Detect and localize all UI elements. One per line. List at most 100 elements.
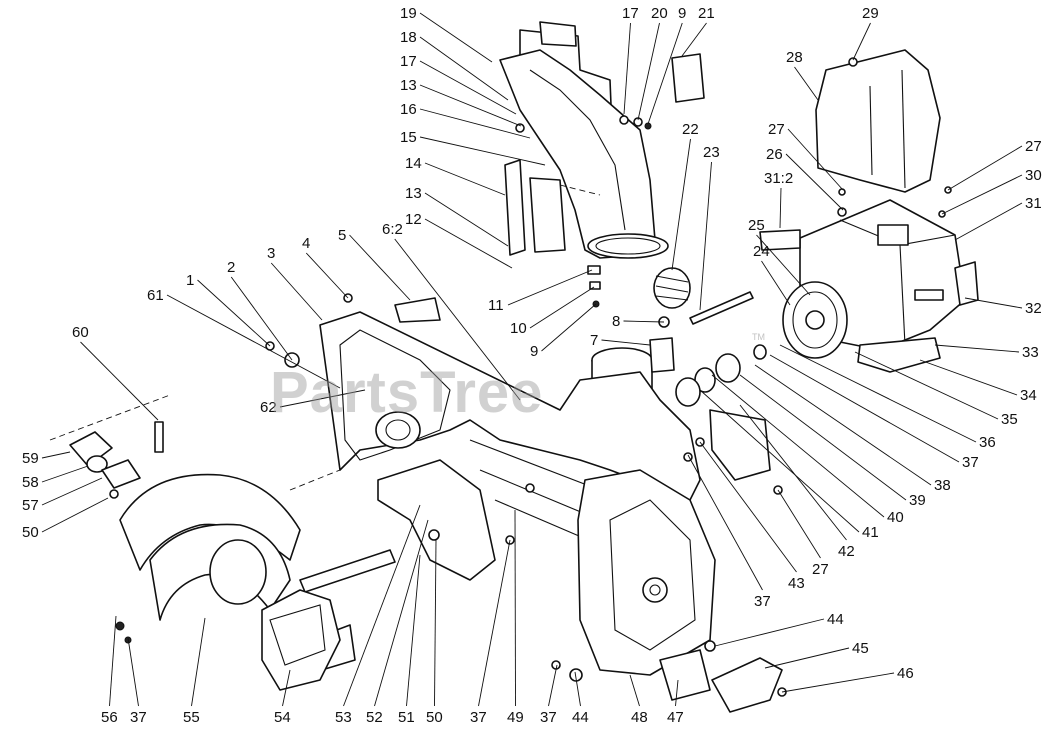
- callout-62: 62: [260, 389, 366, 416]
- callout-leader: [947, 145, 1023, 191]
- callout-leader: [424, 162, 506, 196]
- callout-number: 62: [260, 399, 277, 416]
- callout-leader: [109, 615, 117, 707]
- callout-leader: [541, 303, 597, 352]
- callout-leader: [699, 389, 860, 533]
- callout-13: 13: [400, 77, 522, 127]
- housing-side-plate: [577, 469, 716, 676]
- callout-number: 31:2: [764, 170, 793, 187]
- callout-21: 21: [681, 5, 715, 57]
- callout-leader: [197, 279, 271, 347]
- callout-number: 58: [22, 474, 39, 491]
- callout-43: 43: [699, 441, 805, 592]
- callout-leader: [230, 276, 293, 361]
- callout-leader: [406, 554, 421, 707]
- callout-number: 17: [622, 5, 639, 22]
- callout-number: 53: [335, 709, 352, 726]
- callout-number: 5: [338, 227, 346, 244]
- callout-number: 31: [1025, 195, 1042, 212]
- callout-leader: [127, 637, 139, 707]
- callout-number: 24: [753, 243, 770, 260]
- callout-number: 26: [766, 146, 783, 163]
- callout-4: 4: [302, 235, 349, 299]
- callout-34: 34: [919, 359, 1037, 404]
- callout-11: 11: [488, 269, 593, 314]
- watermark-tm: TM: [752, 332, 765, 342]
- callout-leader: [419, 108, 531, 139]
- callout-leader: [507, 269, 593, 306]
- callout-leader: [699, 441, 797, 573]
- callout-39: 39: [739, 374, 926, 509]
- callout-36: 36: [779, 344, 996, 451]
- callout-leader: [764, 647, 850, 669]
- callout-leader: [681, 22, 707, 57]
- callout-leader: [601, 339, 651, 346]
- callout-37: 37: [687, 454, 771, 610]
- callout-leader: [629, 674, 640, 707]
- callout-leader: [954, 202, 1023, 241]
- callout-10: 10: [510, 286, 595, 337]
- callout-number: 21: [698, 5, 715, 22]
- callout-1: 1: [186, 272, 271, 347]
- callout-leader: [529, 286, 595, 329]
- callout-number: 13: [405, 185, 422, 202]
- callout-27: 27: [768, 121, 844, 191]
- callout-27: 27: [777, 489, 829, 578]
- callout-leader: [270, 262, 323, 321]
- watermark-text: PartsTree: [270, 360, 543, 425]
- callout-leader: [687, 454, 763, 591]
- callout-53: 53: [335, 504, 421, 726]
- callout-leader: [941, 174, 1023, 215]
- auger-housing: [319, 311, 701, 546]
- worm-gear: [653, 267, 691, 309]
- callout-leader: [279, 389, 366, 408]
- belt-cover: [815, 49, 941, 193]
- callout-leader: [41, 477, 103, 506]
- callout-number: 20: [651, 5, 668, 22]
- housing-bracket: [709, 409, 771, 481]
- callout-leader: [434, 539, 437, 707]
- callout-leader: [394, 238, 521, 401]
- callout-number: 4: [302, 235, 310, 252]
- callout-number: 12: [405, 211, 422, 228]
- callout-leader: [647, 22, 683, 125]
- callout-number: 9: [530, 343, 538, 360]
- callout-number: 27: [1025, 138, 1042, 155]
- callout-leader: [623, 320, 665, 323]
- callout-number: 49: [507, 709, 524, 726]
- callout-49: 49: [507, 509, 524, 726]
- callout-number: 56: [101, 709, 118, 726]
- callout-number: 18: [400, 29, 417, 46]
- callout-number: 34: [1020, 387, 1037, 404]
- callout-29: 29: [852, 5, 879, 61]
- callout-leader: [41, 497, 109, 533]
- callout-number: 40: [887, 509, 904, 526]
- callout-number: 37: [540, 709, 557, 726]
- callout-number: 16: [400, 101, 417, 118]
- callout-17: 17: [622, 5, 639, 115]
- callout-number: 33: [1022, 344, 1039, 361]
- callout-leader: [343, 504, 421, 707]
- callout-leader: [637, 22, 660, 121]
- callout-number: 11: [488, 297, 504, 314]
- callout-number: 37: [470, 709, 487, 726]
- callout-leader: [756, 234, 811, 296]
- impeller-shaft: [689, 291, 754, 325]
- callout-number: 46: [897, 665, 914, 682]
- callout-number: 25: [748, 217, 765, 234]
- pulley: [782, 281, 848, 359]
- callout-12: 12: [405, 211, 513, 269]
- callout-14: 14: [405, 155, 506, 196]
- callout-number: 60: [72, 324, 89, 341]
- callout-51: 51: [398, 554, 421, 726]
- callout-leader: [739, 404, 847, 541]
- alignment-lines: [49, 184, 601, 491]
- callout-leader: [424, 192, 509, 247]
- callout-2: 2: [227, 259, 293, 361]
- callout-leader: [623, 22, 631, 115]
- callout-7: 7: [590, 332, 651, 349]
- callout-55: 55: [183, 617, 206, 726]
- callout-31-2: 31:2: [764, 170, 793, 229]
- callout-6-2: 6:2: [382, 221, 521, 401]
- callout-number: 14: [405, 155, 422, 172]
